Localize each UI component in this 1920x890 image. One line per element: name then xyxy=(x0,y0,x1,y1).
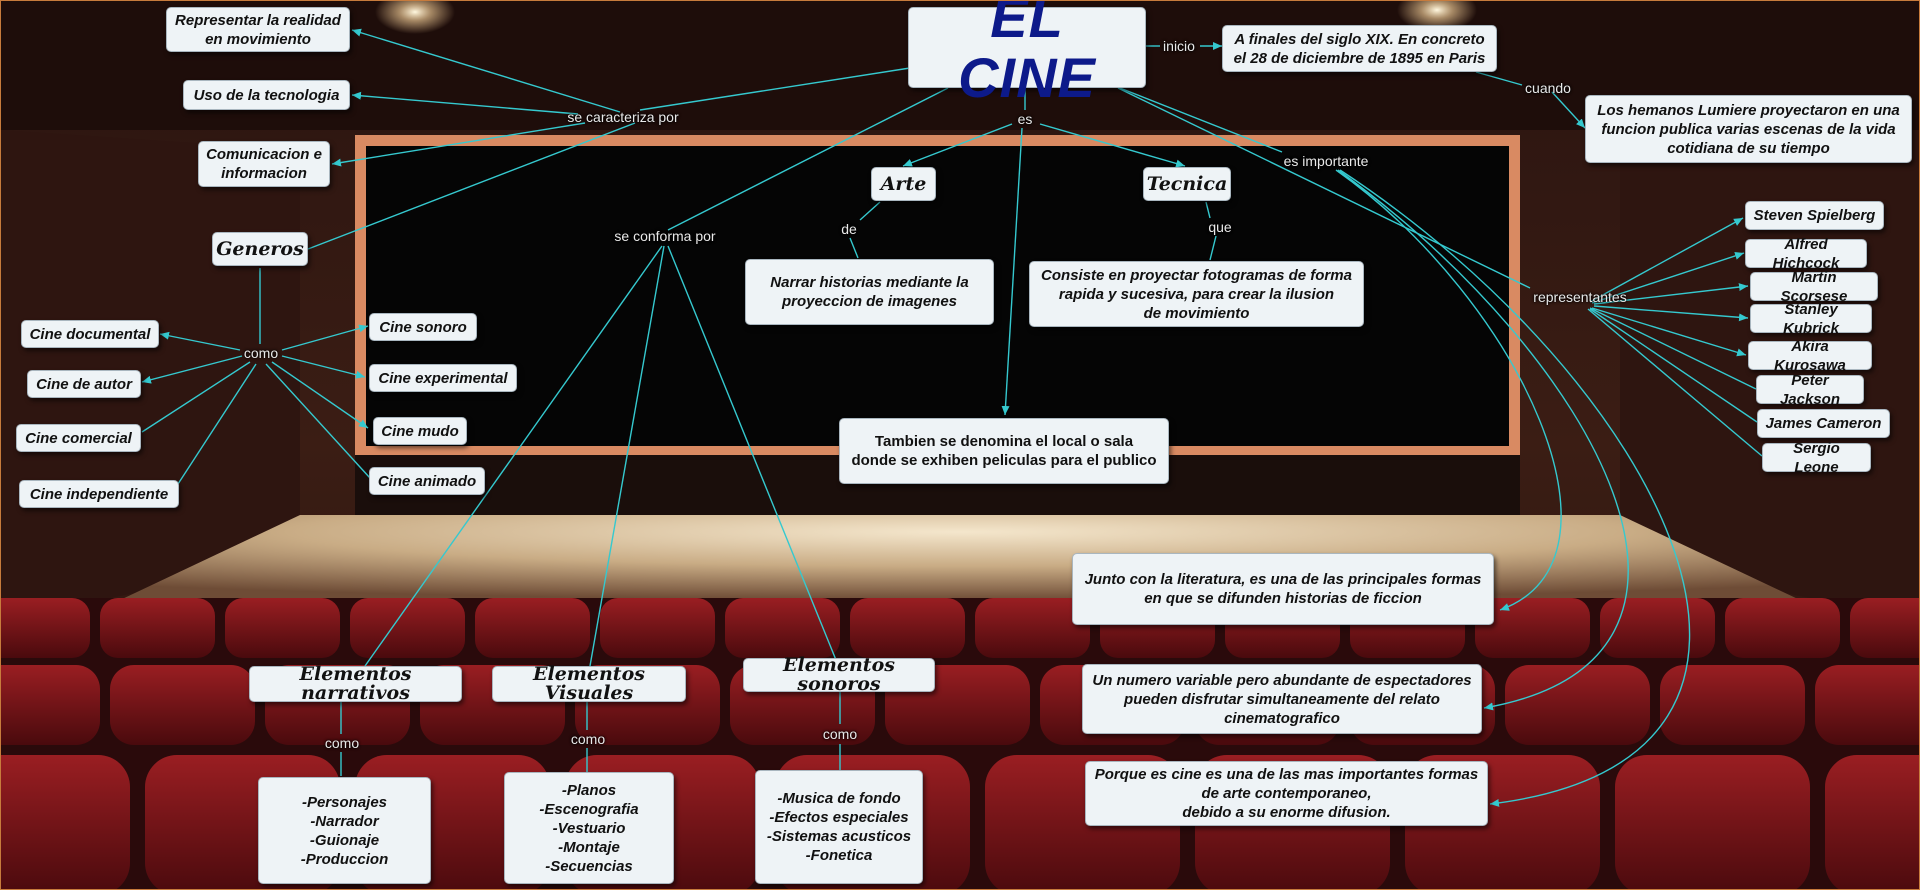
link-rep-kurosawa xyxy=(1591,307,1747,357)
link-importante-literatura xyxy=(1335,169,1562,611)
link-de-narrar xyxy=(849,237,859,259)
node-arte-contemporaneo: Porque es cine es una de las mas importa… xyxy=(1085,761,1488,826)
node-comunicacion: Comunicacion e informacion xyxy=(198,141,330,187)
link-cuando-lumiere xyxy=(1551,91,1586,129)
link-que-consiste xyxy=(1209,235,1217,261)
node-cine-independiente: Cine independiente xyxy=(19,480,179,508)
node-local-sala: Tambien se denomina el local o sala dond… xyxy=(839,418,1169,484)
label-de: de xyxy=(841,221,857,237)
label-es-importante: es importante xyxy=(1283,153,1369,169)
page-title: EL CINE xyxy=(908,0,1146,107)
node-cine-sonoro: Cine sonoro xyxy=(369,313,477,341)
link-importante-contemporaneo xyxy=(1339,169,1691,807)
link-caracteriza-comunicacion xyxy=(331,122,586,167)
link-rep-cameron xyxy=(1589,308,1758,423)
node-visuales-lista: -Planos -Escenografia -Vestuario -Montaj… xyxy=(504,772,674,884)
node-cine-experimental: Cine experimental xyxy=(369,364,517,392)
link-caracteriza-realidad xyxy=(351,28,621,113)
node-elementos-narrativos: Elementos narrativos xyxy=(249,665,462,703)
link-title-importante xyxy=(1119,87,1283,153)
node-elementos-sonoros: Elementos sonoros xyxy=(743,656,935,694)
node-james-cameron: James Cameron xyxy=(1757,409,1890,438)
node-peter-jackson: Peter Jackson xyxy=(1756,372,1864,408)
node-hermanos-lumiere: Los hemanos Lumiere proyectaron en una f… xyxy=(1585,95,1912,163)
link-como-independiente xyxy=(177,363,257,485)
label-se-conforma-por: se conforma por xyxy=(614,228,716,244)
link-importante-espectadores xyxy=(1337,169,1629,711)
link-inicio-cuando xyxy=(1475,71,1523,86)
node-tecnica: Tecnica xyxy=(1143,167,1231,201)
link-conforma-visuales xyxy=(589,245,665,667)
label-se-caracteriza-por: se caracteriza por xyxy=(567,109,679,125)
link-como-animado xyxy=(265,363,371,479)
link-conforma-narrativos xyxy=(364,245,663,667)
node-generos: Generos xyxy=(212,232,308,266)
link-es-local xyxy=(1001,127,1023,416)
node-cine-mudo: Cine mudo xyxy=(373,417,467,445)
link-rep-jackson xyxy=(1589,307,1757,390)
link-rep-kubrick xyxy=(1593,305,1749,322)
node-cine-comercial: Cine comercial xyxy=(16,424,141,452)
node-stanley-kubrick: Stanley Kubrick xyxy=(1750,301,1872,337)
link-rep-hichcock xyxy=(1591,252,1745,304)
link-es-arte xyxy=(902,123,1013,167)
link-rep-leone xyxy=(1587,308,1763,457)
node-sergio-leone: Sergio Leone xyxy=(1762,440,1871,476)
link-como-sonoro xyxy=(281,324,369,351)
node-sonoros-lista: -Musica de fondo -Efectos especiales -Si… xyxy=(755,770,923,884)
node-numero-espectadores: Un numero variable pero abundante de esp… xyxy=(1082,664,1482,734)
link-rep-spielberg xyxy=(1589,217,1744,303)
link-como-autor xyxy=(141,355,243,384)
label-como-narrativos: como xyxy=(324,735,360,751)
link-caracteriza-generos xyxy=(307,122,636,250)
label-cuando: cuando xyxy=(1525,80,1571,96)
link-caracteriza-tecnologia xyxy=(351,91,579,115)
node-alfred-hichcock: Alfred Hichcock xyxy=(1745,236,1867,272)
label-como-generos: como xyxy=(243,345,279,361)
label-como-visuales: como xyxy=(570,731,606,747)
label-como-sonoros: como xyxy=(822,726,858,742)
label-es: es xyxy=(1017,111,1033,127)
node-elementos-visuales: Elementos Visuales xyxy=(492,665,686,703)
link-como-documental xyxy=(159,331,241,351)
node-martin-scorsese: Martin Scorsese xyxy=(1750,269,1878,305)
link-title-representantes xyxy=(1117,87,1531,289)
node-cine-de-autor: Cine de autor xyxy=(27,370,141,398)
node-representar-realidad: Representar la realidad en movimiento xyxy=(166,7,350,52)
link-como-experimental xyxy=(281,355,366,379)
link-como-mudo xyxy=(271,361,369,429)
node-akira-kurosawa: Akira Kurosawa xyxy=(1748,338,1872,374)
link-title-caracteriza xyxy=(639,67,911,111)
node-inicio-fecha: A finales del siglo XIX. En concreto el … xyxy=(1222,25,1497,72)
node-cine-documental: Cine documental xyxy=(21,320,159,348)
link-title-conforma xyxy=(667,87,949,231)
link-rep-scorsese xyxy=(1593,283,1749,305)
label-representantes: representantes xyxy=(1533,289,1627,305)
node-narrar-historias: Narrar historias mediante la proyeccion … xyxy=(745,259,994,325)
label-inicio: inicio xyxy=(1163,38,1195,54)
node-arte: Arte xyxy=(871,167,936,201)
node-narrativos-lista: -Personajes -Narrador -Guionaje -Producc… xyxy=(258,777,431,884)
node-junto-literatura: Junto con la literatura, es una de las p… xyxy=(1072,553,1494,625)
node-consiste: Consiste en proyectar fotogramas de form… xyxy=(1029,261,1364,327)
link-es-tecnica xyxy=(1039,123,1186,168)
link-conforma-sonoros xyxy=(667,245,837,661)
link-como-comercial xyxy=(141,361,251,433)
node-steven-spielberg: Steven Spielberg xyxy=(1745,201,1884,230)
label-que: que xyxy=(1208,219,1232,235)
link-tecnica-que xyxy=(1205,201,1211,219)
node-uso-tecnologia: Uso de la tecnologia xyxy=(183,80,350,110)
node-cine-animado: Cine animado xyxy=(369,467,485,495)
link-arte-de xyxy=(859,201,881,221)
